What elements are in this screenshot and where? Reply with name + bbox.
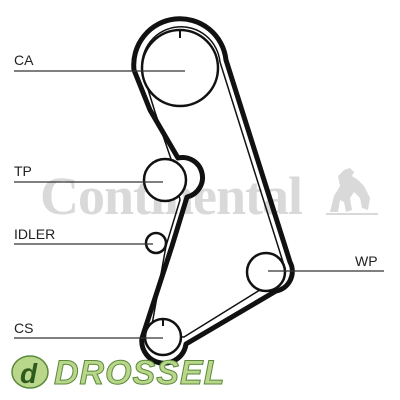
leader-lines (14, 70, 384, 339)
drossel-logo-text: DROSSEL (54, 354, 225, 392)
crankshaft-pulley (143, 317, 183, 357)
tensioner-pulley (142, 157, 188, 203)
label-cs: CS (14, 320, 33, 336)
drossel-logo-letter: d (20, 358, 38, 389)
label-tp: TP (14, 163, 32, 179)
label-ca: CA (14, 52, 34, 68)
label-idler: IDLER (14, 226, 55, 242)
continental-watermark: Continental (40, 166, 378, 226)
horse-logo-icon (330, 168, 370, 212)
drossel-logo: d DROSSEL (11, 354, 225, 393)
water-pump-pulley (245, 251, 287, 293)
drossel-logo-badge (11, 355, 49, 389)
camshaft-pulley (140, 28, 220, 108)
idler-pulley (144, 231, 168, 255)
camshaft-pulley-circle (140, 28, 220, 108)
label-wp: WP (355, 253, 378, 269)
timing-belt (131, 16, 295, 366)
